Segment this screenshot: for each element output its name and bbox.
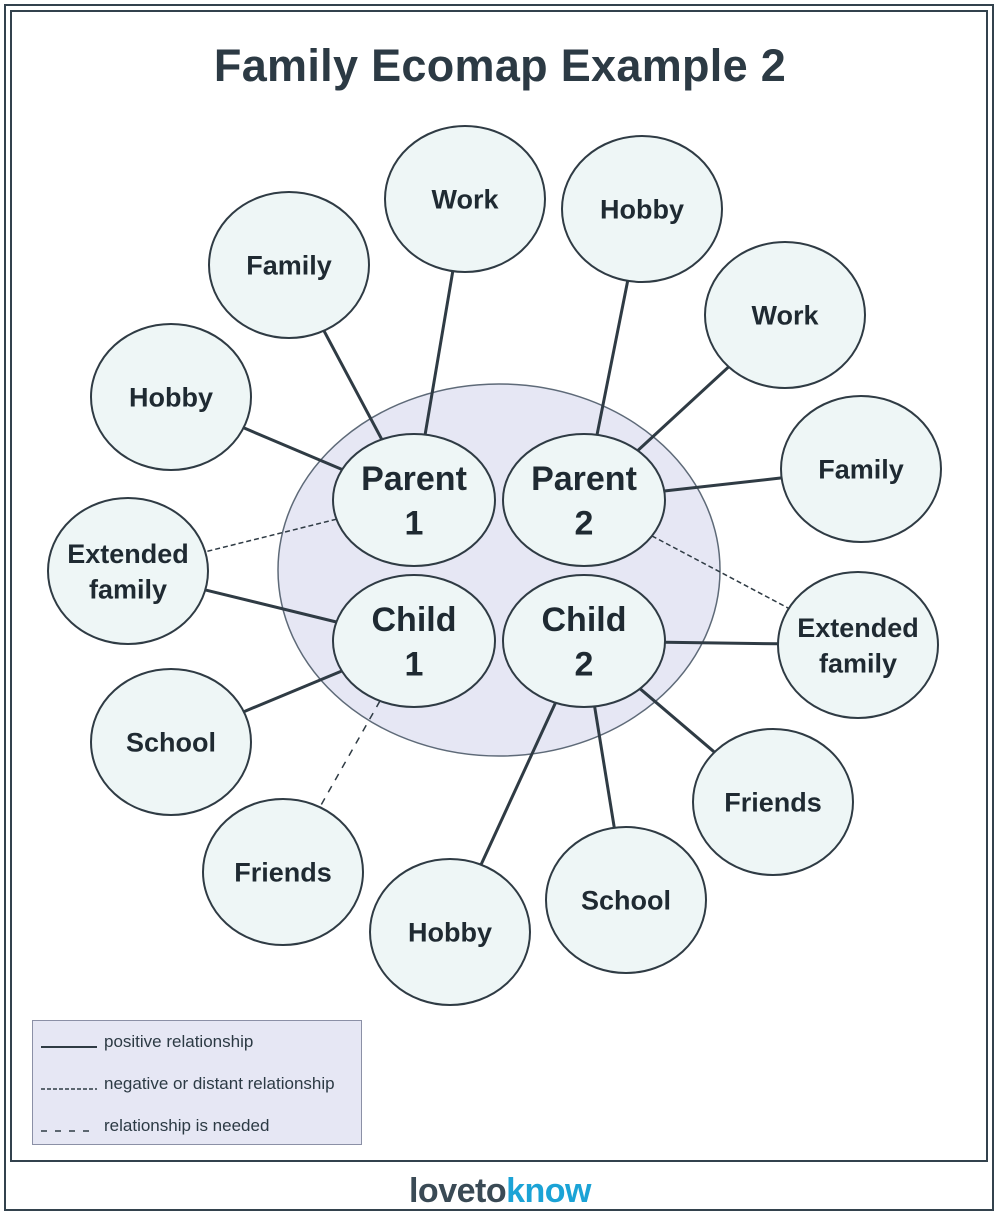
node-c2-hobby: Hobby — [369, 858, 531, 1006]
node-circle-p2-hobby — [561, 135, 723, 283]
node-label-p2-family-line-1: Family — [818, 455, 904, 485]
solid-line-swatch — [41, 1046, 97, 1048]
node-p1-extended: Extended family — [47, 497, 209, 645]
legend: positive relationship negative or distan… — [32, 1020, 362, 1145]
line-positive-parent1-to-p1-work — [423, 270, 455, 435]
node-parent2: Parent 2 — [502, 433, 666, 567]
node-c2-school: School — [545, 826, 707, 974]
node-label-p1-extended-line-1: Extended — [67, 539, 189, 569]
node-p1-work: Work — [384, 125, 546, 273]
node-label-p2-work-line-1: Work — [751, 301, 819, 331]
node-child1: Child 1 — [332, 574, 496, 708]
node-circle-p1-work — [384, 125, 546, 273]
node-label-p2-hobby-line-1: Hobby — [600, 195, 684, 225]
node-p1-hobby: Hobby — [90, 323, 252, 471]
node-circle-p2-work — [704, 241, 866, 389]
line-positive-child2-to-c2-school — [593, 706, 616, 829]
node-label-parent1-line-2: 1 — [405, 504, 424, 542]
node-circle-parent2 — [502, 433, 666, 567]
node-c2-friends: Friends — [692, 728, 854, 876]
node-label-p2-extended-line-2: family — [819, 648, 897, 678]
node-label-c2-hobby-line-1: Hobby — [408, 918, 492, 948]
dashed-line-swatch — [41, 1088, 97, 1090]
node-label-parent2-line-1: Parent — [531, 460, 637, 498]
node-circle-p1-extended — [47, 497, 209, 645]
line-positive-child2-to-p2-extended — [664, 640, 779, 646]
node-label-p2-extended-line-1: Extended — [797, 613, 919, 643]
node-p2-family: Family — [780, 395, 942, 543]
node-label-p1-work-line-1: Work — [431, 185, 499, 215]
legend-label-negative: negative or distant relationship — [104, 1074, 335, 1093]
wide-dashed-line-swatch — [41, 1130, 97, 1132]
node-parent1: Parent 1 — [332, 433, 496, 567]
node-label-p1-extended-line-2: family — [89, 574, 167, 604]
node-circle-c2-friends — [692, 728, 854, 876]
line-positive-parent2-to-p2-work — [636, 365, 730, 452]
node-c1-school: School — [90, 668, 252, 816]
node-circle-p2-family — [780, 395, 942, 543]
node-circle-c1-school — [90, 668, 252, 816]
node-circle-c2-hobby — [369, 858, 531, 1006]
line-positive-child1-to-c1-school — [243, 669, 343, 714]
ecomap-nodes: WorkFamilyHobbyExtendedfamilyHobbyWorkFa… — [47, 125, 942, 1006]
line-positive-parent1-to-p1-hobby — [243, 426, 343, 471]
node-label-p1-family-line-1: Family — [246, 251, 332, 281]
node-circle-child1 — [332, 574, 496, 708]
node-circle-c2-school — [545, 826, 707, 974]
node-circle-c1-friends — [202, 798, 364, 946]
node-p2-hobby: Hobby — [561, 135, 723, 283]
legend-label-needed: relationship is needed — [104, 1116, 270, 1135]
line-negative-parent2-to-p2-extended — [651, 535, 790, 610]
node-label-child2-line-2: 2 — [575, 645, 594, 683]
node-circle-p1-family — [208, 191, 370, 339]
inner-frame — [10, 10, 988, 1162]
node-label-c1-friends-line-1: Friends — [234, 858, 332, 888]
relationship-lines — [204, 270, 790, 866]
node-label-parent1-line-1: Parent — [361, 460, 467, 498]
node-label-c2-friends-line-1: Friends — [724, 788, 822, 818]
node-p1-family: Family — [208, 191, 370, 339]
line-positive-child2-to-c2-friends — [639, 687, 716, 754]
node-label-p1-hobby-line-1: Hobby — [129, 383, 213, 413]
node-label-c1-school-line-1: School — [126, 728, 216, 758]
brand-part-1: loveto — [408, 1172, 507, 1210]
brand-part-2: know — [506, 1172, 592, 1210]
legend-item-positive: positive relationship — [33, 1031, 363, 1053]
line-positive-parent2-to-p2-hobby — [595, 280, 630, 436]
node-label-c2-school-line-1: School — [581, 886, 671, 916]
node-label-parent2-line-2: 2 — [575, 504, 594, 542]
node-c1-friends: Friends — [202, 798, 364, 946]
node-label-child2-line-1: Child — [542, 601, 627, 639]
legend-label-positive: positive relationship — [104, 1032, 254, 1051]
outer-frame — [4, 4, 994, 1211]
brand-logo[interactable]: lovetoknow — [0, 1172, 1000, 1211]
node-p2-work: Work — [704, 241, 866, 389]
node-label-child1-line-2: 1 — [405, 645, 424, 683]
line-positive-child2-to-c2-hobby — [479, 702, 557, 866]
line-needed-child1-to-c1-friends — [319, 700, 381, 808]
legend-item-negative: negative or distant relationship — [33, 1073, 363, 1095]
node-child2: Child 2 — [502, 574, 666, 708]
line-negative-parent1-to-p1-extended — [205, 518, 337, 553]
legend-item-needed: relationship is needed — [33, 1115, 363, 1137]
node-circle-parent1 — [332, 433, 496, 567]
node-circle-p2-extended — [777, 571, 939, 719]
node-label-child1-line-1: Child — [372, 601, 457, 639]
node-p2-extended: Extended family — [777, 571, 939, 719]
node-circle-p1-hobby — [90, 323, 252, 471]
line-positive-parent2-to-p2-family — [664, 476, 782, 493]
node-circle-child2 — [502, 574, 666, 708]
diagram-title: Family Ecomap Example 2 — [213, 40, 787, 91]
line-positive-parent1-to-p1-family — [322, 329, 384, 441]
line-positive-child1-to-p1-extended — [204, 588, 337, 624]
